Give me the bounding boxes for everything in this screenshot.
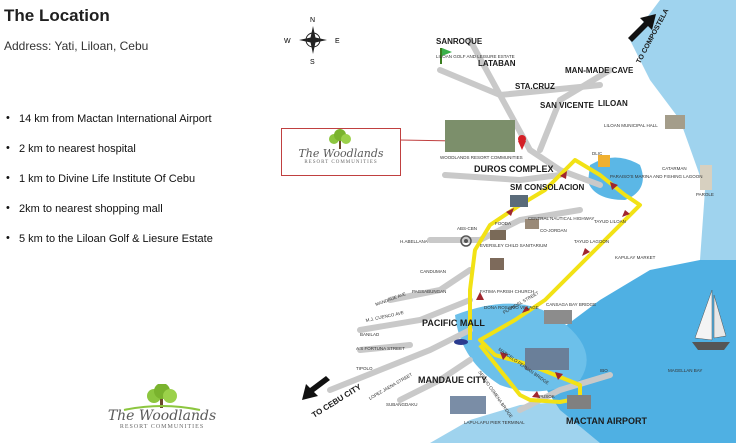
woodlands-callout: The Woodlands RESORT COMMUNITIES <box>281 128 401 176</box>
map-label: PARAISO'S MARINA AND FISHING LAGOON <box>610 174 703 179</box>
map-label: CANDUMAN <box>420 269 446 274</box>
map-label: BANILAD <box>360 332 380 337</box>
map-label: IBO <box>600 368 608 373</box>
map-label: PAROLE <box>696 192 714 197</box>
map-label: PAGSABUNGAN <box>412 289 446 294</box>
callout-logo-name: The Woodlands <box>298 147 384 160</box>
map-label: MAN-MADE CAVE <box>565 66 634 75</box>
tree-icon <box>123 384 201 411</box>
map-label: LILOAN GOLF AND LEISURE ESTATE <box>436 54 515 59</box>
logo-name: The Woodlands <box>107 408 217 424</box>
callout-logo-subtitle: RESORT COMMUNITIES <box>304 160 378 165</box>
map-label: STA.CRUZ <box>515 82 555 91</box>
pacific-mall-icon <box>454 339 468 345</box>
map-label: DUROS COMPLEX <box>474 164 554 174</box>
distance-list: 14 km from Mactan International Airport … <box>6 112 213 263</box>
list-item: 5 km to the Liloan Golf & Liesure Estate <box>6 232 213 263</box>
map-label: MACTAN AIRPORT <box>566 416 647 426</box>
map-label: SM CONSOLACION <box>510 183 584 192</box>
map-label: A.S FORTUNA STREET <box>356 346 405 351</box>
compass-icon <box>299 26 327 54</box>
logo-subtitle: RESORT COMMUNITIES <box>119 424 205 430</box>
map-label: DLIC <box>592 151 603 156</box>
map-label: SUBANGDAKU <box>386 402 418 407</box>
sailboat-icon <box>692 289 730 350</box>
map-label: H.ABELLANA <box>400 239 428 244</box>
map-label: TAYUD LILOAN <box>594 219 626 224</box>
abs-cbn-icon <box>460 235 472 247</box>
page-title: The Location <box>4 6 110 25</box>
map-label: KAPULAY MARKET <box>615 255 656 260</box>
arrow-compostela-icon <box>628 14 656 42</box>
arrow-cebu-icon <box>302 376 330 400</box>
golf-flag-icon <box>440 48 452 64</box>
map-label: LILOAN <box>598 99 628 108</box>
list-item: 14 km from Mactan International Airport <box>6 112 213 143</box>
map-label: CANSAGA BAY BRIDGE <box>546 302 596 307</box>
map-label: LAPU-LAPU PIER TERMINAL <box>464 420 525 425</box>
list-item: 2 km to nearest hospital <box>6 142 213 173</box>
map-label: FOODA <box>495 221 511 226</box>
map-label: DONA ROSARIO VILLAGE <box>484 305 539 310</box>
map-label: TAYUD LAGOON <box>574 239 609 244</box>
map-label: LILOAN MUNICIPAL HALL <box>604 123 658 128</box>
tree-icon <box>329 129 351 149</box>
list-item: 2km to nearest shopping mall <box>6 202 213 233</box>
map-label: PACIFIC MALL <box>422 318 485 328</box>
list-item: 1 km to Divine Life Institute Of Cebu <box>6 172 213 203</box>
map-label: CENTRAL NAUTICAL HIGHWAY <box>528 216 594 221</box>
map-label: SANROQUE <box>436 37 483 46</box>
location-pin-icon <box>518 135 526 150</box>
map-label: EVERSLEY CHILD SANITARIUM <box>480 243 547 248</box>
map-label: LATABAN <box>478 59 516 68</box>
map-label: FATIMA PARISH CHURCH <box>480 289 534 294</box>
map-label: ABS-CBN <box>457 226 477 231</box>
map-label: MAGELLAN BAY <box>668 368 702 373</box>
route-arrows <box>476 171 630 398</box>
abs-cbn-dot <box>464 239 468 243</box>
map-label: CO-JORDAN <box>540 228 567 233</box>
map-label: SAN VICENTE <box>540 101 594 110</box>
compass-e: E <box>335 38 340 45</box>
compass-n: N <box>310 17 315 24</box>
map-label: CATARMAN <box>662 166 687 171</box>
map-label: PUSOK <box>539 394 555 399</box>
lagoon <box>588 157 643 200</box>
map-label: MANDAUE CITY <box>418 375 487 385</box>
address-text: Address: Yati, Liloan, Cebu <box>4 39 149 53</box>
map-label: TIPOLO <box>356 366 373 371</box>
compass-w: W <box>284 38 291 45</box>
landmark-photos <box>445 115 712 414</box>
compass-s: S <box>310 59 315 66</box>
map-label: WOODLANDS RESORT COMMUNITIES <box>440 155 523 160</box>
woodlands-logo: The Woodlands RESORT COMMUNITIES <box>104 384 220 440</box>
